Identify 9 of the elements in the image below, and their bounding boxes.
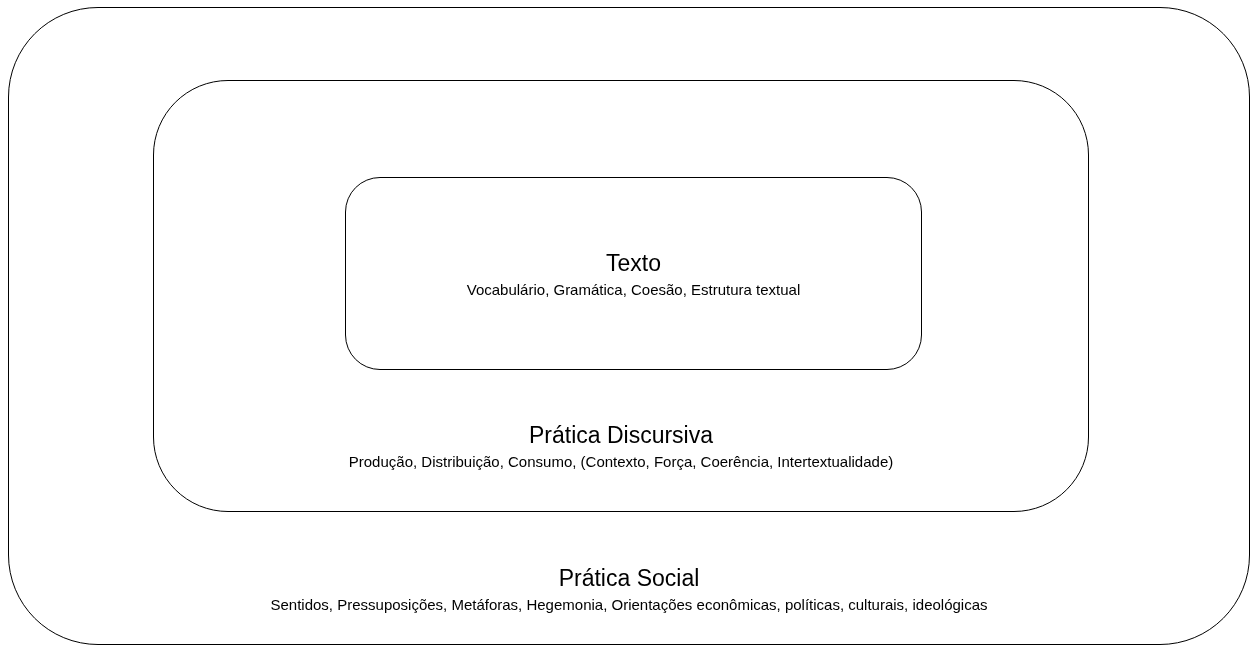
- heading: Prática Discursiva: [528, 422, 713, 449]
- inner-rounded-box: [345, 177, 922, 370]
- description-text: Produção, Distribuição, Consumo, (Contexto, Força, Coerência, Intertextualidade): [348, 453, 894, 470]
- description-text: Vocabulário, Gramática, Coesão, Estrutura textual: [466, 280, 801, 297]
- outer-rounded-box: [8, 7, 1250, 645]
- description-text: Sentidos, Pressuposições, Metáforas, Hegemonia, Orientações econômicas, políticas, culturais, ideológicas: [270, 596, 988, 613]
- middle-rounded-box: [153, 80, 1089, 512]
- heading: Texto: [606, 249, 661, 276]
- heading: Prática Social: [558, 565, 700, 592]
